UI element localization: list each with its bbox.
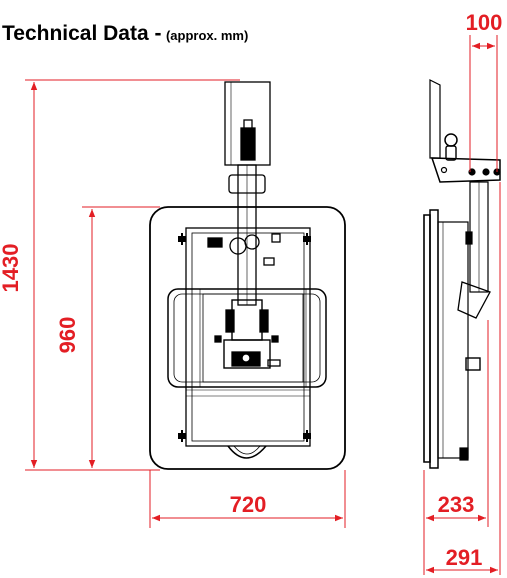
width-panel-label: 720 xyxy=(230,492,267,517)
top-bracket xyxy=(430,157,501,183)
outer-frame xyxy=(149,206,346,470)
height-total-label: 1430 xyxy=(0,244,23,293)
side-view xyxy=(423,79,501,469)
depth-inner-label: 233 xyxy=(438,492,475,517)
gripper-unit xyxy=(231,299,263,341)
top-housing xyxy=(224,81,271,166)
depth-total-label: 291 xyxy=(446,545,483,570)
title-units: (approx. mm) xyxy=(165,28,249,43)
front-view xyxy=(149,81,346,470)
back-plate xyxy=(185,227,311,447)
dimension-lines xyxy=(25,35,501,575)
height-panel-label: 960 xyxy=(55,317,80,354)
title-text: Technical Data - xyxy=(2,22,162,45)
side-body xyxy=(429,209,439,469)
page-title: Technical Data - (approx. mm) xyxy=(2,22,248,46)
side-flap xyxy=(429,79,441,159)
mounting-bolts xyxy=(178,233,311,442)
top-offset-label: 100 xyxy=(466,10,503,35)
